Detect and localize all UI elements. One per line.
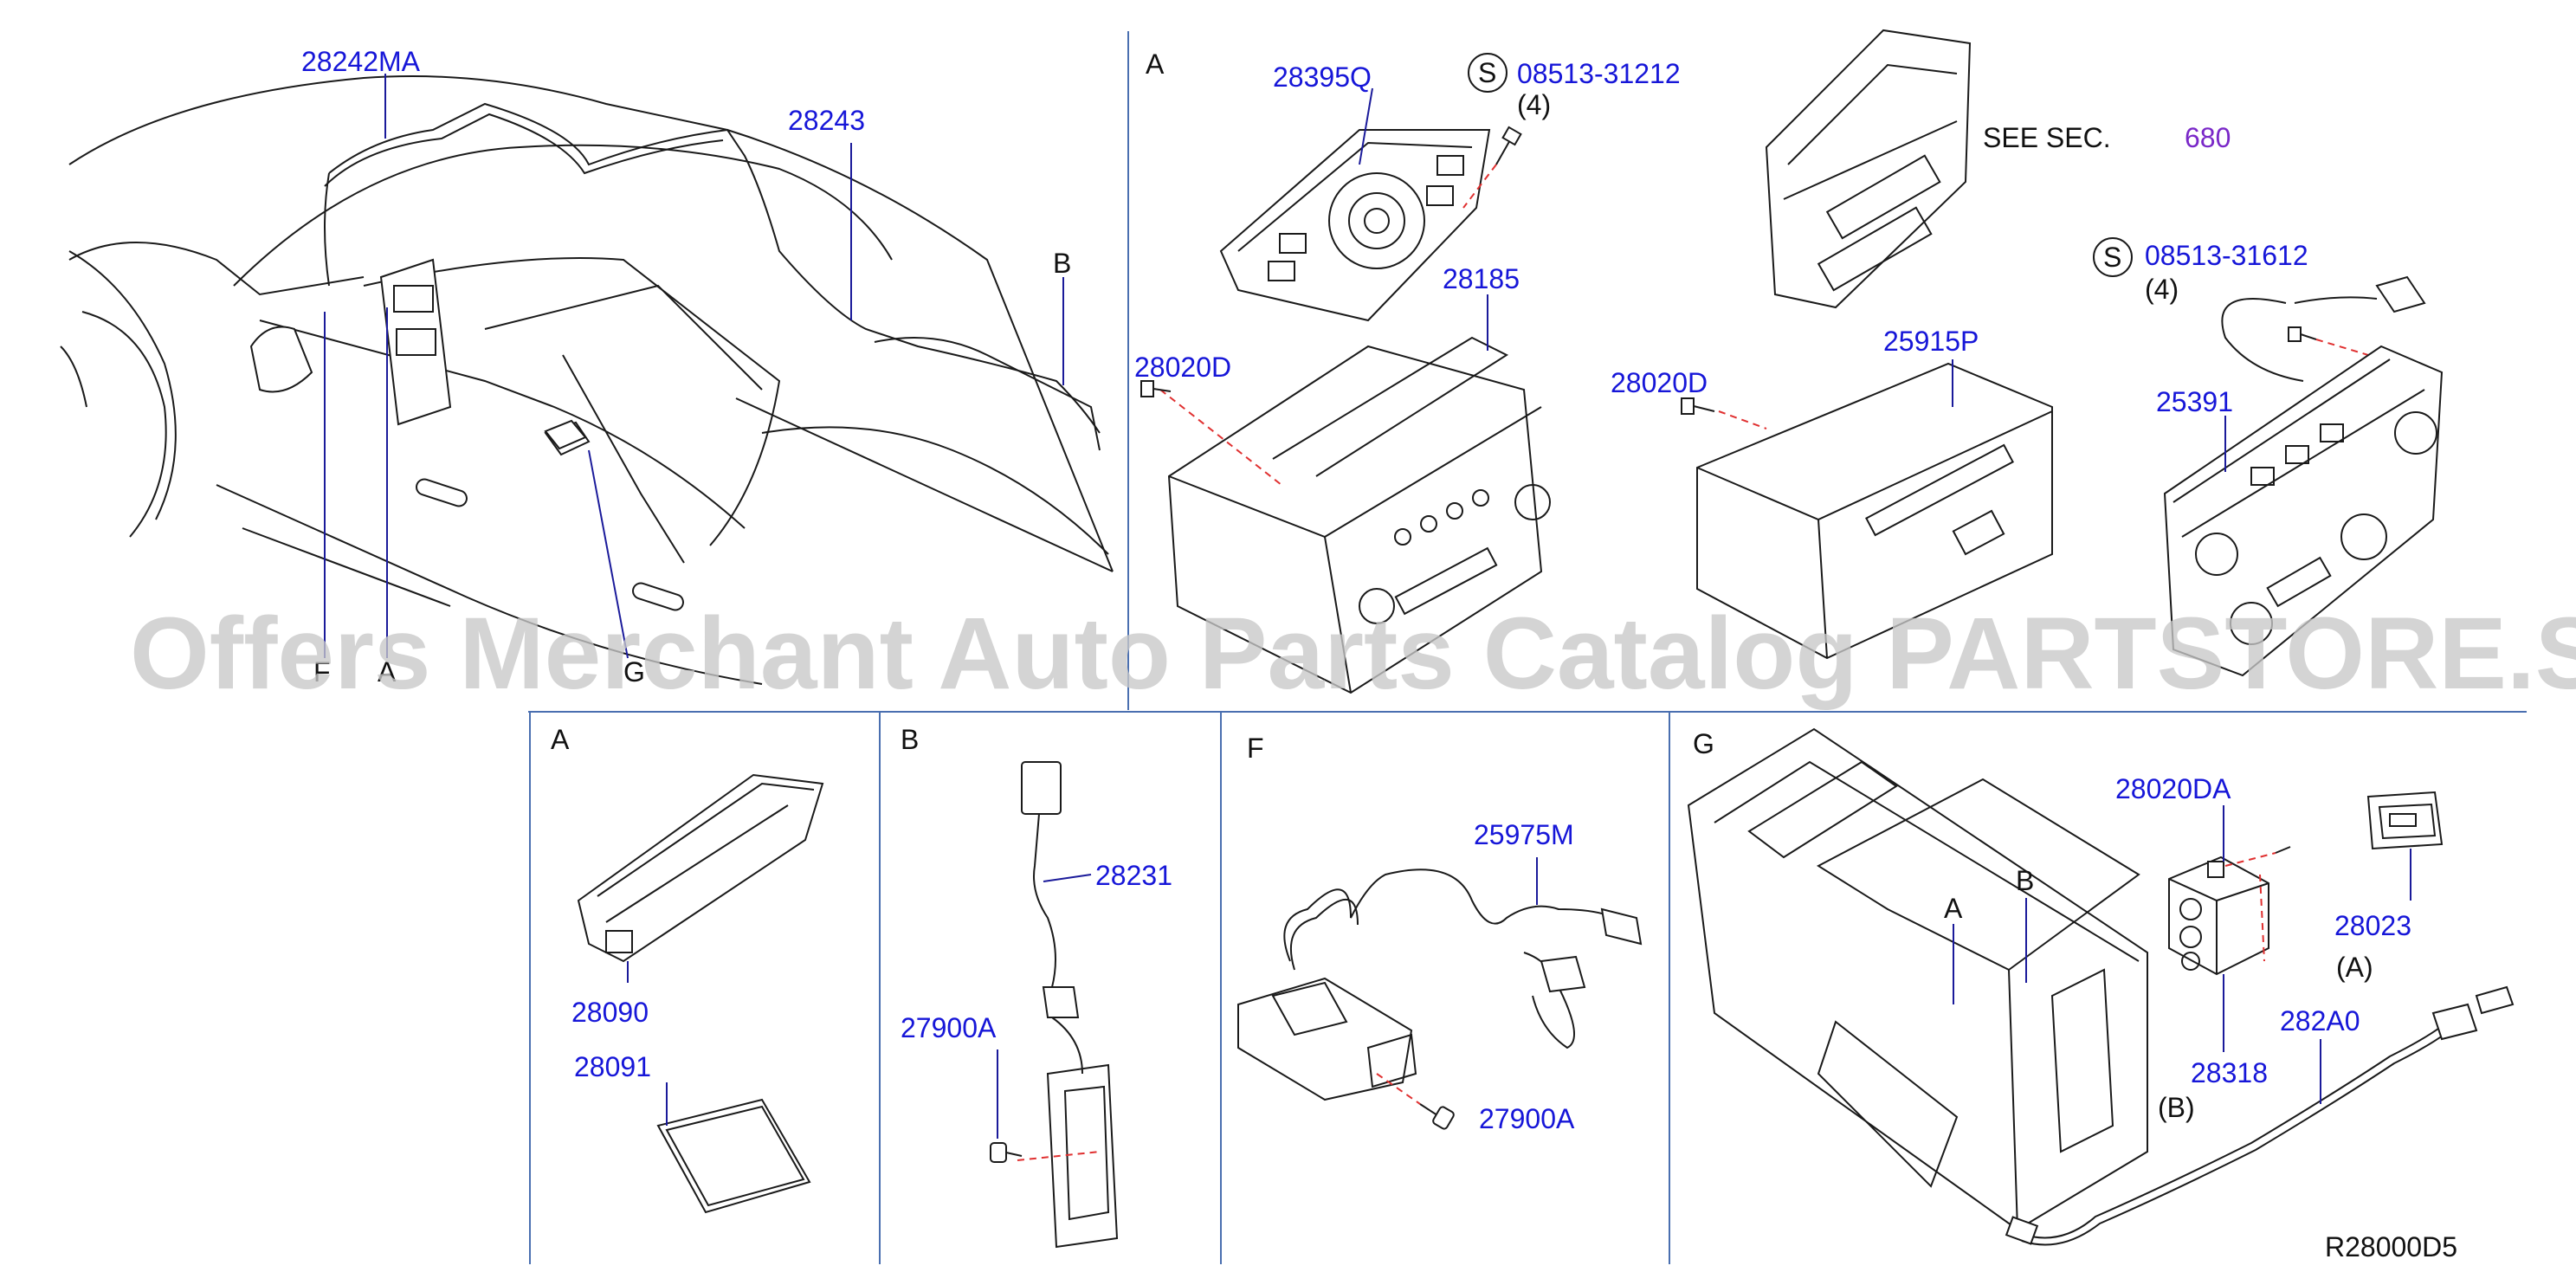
part-label-08513-31212: 08513-31212 bbox=[1517, 58, 1681, 89]
callout-A-console: A bbox=[1944, 893, 1963, 924]
console-illustration bbox=[1687, 727, 2148, 1231]
see-section-number: 680 bbox=[2185, 122, 2231, 153]
part-label-25975M: 25975M bbox=[1474, 819, 1574, 850]
part-label-282A0: 282A0 bbox=[2280, 1005, 2360, 1036]
part-label-08513-31612: 08513-31612 bbox=[2145, 240, 2308, 271]
part-label-25391: 25391 bbox=[2156, 386, 2233, 417]
screw-icon-3 bbox=[1681, 397, 1715, 415]
part-label-27900A-B: 27900A bbox=[901, 1012, 997, 1043]
section-label-A-bottom: A bbox=[551, 724, 570, 755]
part-28023-usb-jack bbox=[2366, 791, 2444, 901]
part-label-25915P: 25915P bbox=[1883, 326, 1979, 357]
part-28185-audio-unit bbox=[1159, 294, 1551, 694]
part-282A0-cable bbox=[2005, 985, 2515, 1246]
part-label-28231: 28231 bbox=[1095, 860, 1172, 891]
panel-frames bbox=[528, 31, 2527, 1264]
watermark-text: Offers Merchant Auto Parts Catalog PARTS… bbox=[130, 597, 2576, 711]
screw-symbol-2: S bbox=[2103, 242, 2121, 273]
qty-label-1: (4) bbox=[1517, 89, 1551, 120]
part-label-28242MA: 28242MA bbox=[301, 46, 421, 77]
part-25975M-harness bbox=[1237, 857, 1643, 1101]
screw-symbol-1: S bbox=[1478, 57, 1496, 88]
screw-icon-6 bbox=[1376, 1073, 1455, 1130]
callout-B-car: B bbox=[1053, 248, 1071, 279]
car-overview-illustration bbox=[60, 74, 1114, 685]
callout-B-console: B bbox=[2016, 865, 2034, 896]
section-label-F: F bbox=[1247, 733, 1264, 764]
screw-icon-5 bbox=[990, 1049, 1023, 1163]
part-28091-screen bbox=[656, 1082, 811, 1214]
part-28318-jack-unit bbox=[2168, 805, 2291, 1052]
part-label-28023: 28023 bbox=[2334, 910, 2411, 941]
callout-A-car: A bbox=[378, 656, 397, 688]
part-label-28243: 28243 bbox=[788, 105, 865, 136]
qty-label-2: (4) bbox=[2145, 274, 2179, 305]
part-label-28020D-2: 28020D bbox=[1611, 367, 1708, 398]
section-label-B: B bbox=[901, 724, 919, 755]
callout-G-car: G bbox=[623, 656, 645, 688]
see-section-label: SEE SEC. bbox=[1983, 122, 2111, 153]
part-label-28020DA: 28020DA bbox=[2115, 773, 2231, 804]
section-label-G: G bbox=[1693, 728, 1714, 759]
part-label-28318: 28318 bbox=[2191, 1057, 2268, 1088]
part-antenna-module bbox=[1017, 1017, 1119, 1249]
screw-icon-2 bbox=[1140, 380, 1172, 397]
callout-F-car: F bbox=[313, 656, 331, 688]
screw-symbol-icon-1 bbox=[1468, 53, 1508, 93]
part-28090-display bbox=[577, 773, 824, 983]
screw-symbol-icon-2 bbox=[2093, 237, 2133, 277]
section-label-A-top: A bbox=[1146, 48, 1165, 80]
screw-icon-4 bbox=[2288, 326, 2369, 356]
diagram-code: R28000D5 bbox=[2325, 1231, 2457, 1262]
paren-label-A: (A) bbox=[2336, 952, 2373, 983]
part-label-28020D-1: 28020D bbox=[1134, 352, 1231, 383]
part-28395Q-control-panel bbox=[1219, 87, 1491, 322]
part-28231-cable bbox=[1021, 761, 1092, 1018]
part-label-28395Q: 28395Q bbox=[1273, 61, 1372, 93]
part-label-27900A-F: 27900A bbox=[1479, 1103, 1575, 1134]
part-label-28091: 28091 bbox=[574, 1051, 651, 1082]
bezel-see-section bbox=[1765, 29, 1972, 309]
screw-icon-1 bbox=[1462, 126, 1522, 209]
part-label-28090: 28090 bbox=[571, 997, 649, 1028]
paren-label-B: (B) bbox=[2158, 1092, 2195, 1123]
part-25391-climate-control bbox=[2163, 275, 2444, 677]
part-25915P-unit bbox=[1696, 359, 2053, 660]
part-label-28185: 28185 bbox=[1443, 263, 1520, 294]
